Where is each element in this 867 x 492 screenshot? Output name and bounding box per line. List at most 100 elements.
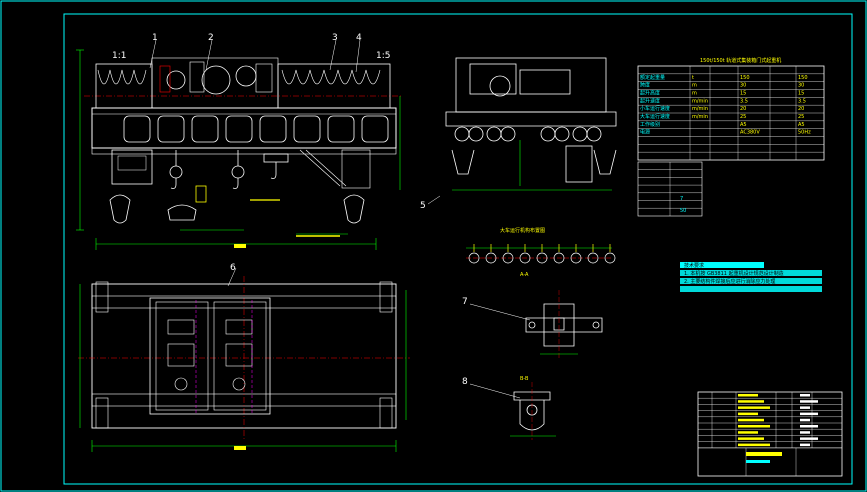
rail-wheel [587, 252, 599, 264]
technical-notes[interactable]: 技术要求 1. 本机按 GB3811 起重机设计规范设计制造 2. 主要结构件焊… [680, 262, 822, 292]
note-line-2: 2. 主要结构件焊接后应进行消除应力处理 [684, 278, 775, 285]
tb-mark [738, 394, 758, 397]
section-title-b: B-B [520, 376, 529, 382]
param-cell: 15 [798, 91, 804, 97]
param-cell: A5 [798, 122, 805, 128]
wheel [454, 126, 470, 142]
param-cell: t [692, 75, 694, 81]
misc-value-0: 7 [680, 196, 683, 202]
param-cell: m/min [692, 114, 708, 120]
param-cell: 30 [798, 83, 804, 89]
wheel [554, 126, 570, 142]
callout-1: 1 [152, 33, 158, 43]
param-cell: 15 [740, 91, 746, 97]
param-cell: m/min [692, 98, 708, 104]
tb-mark [800, 437, 818, 440]
section-title-rail: 大车运行机构布置图 [500, 227, 545, 234]
tb-mark [738, 400, 764, 403]
param-cell: 起升高度 [640, 90, 660, 97]
wheel [586, 126, 602, 142]
parameter-table[interactable]: 150t/150t 轨道式集装箱门式起重机 额定起重量 t 150 150 跨度 m 30 3… [637, 57, 825, 217]
param-cell: 25 [740, 114, 746, 120]
detail-7-view[interactable] [469, 290, 603, 360]
section-title-a: A-A [520, 272, 529, 278]
tb-mark [738, 418, 764, 422]
param-cell: 电源 [640, 129, 650, 136]
table-title: 150t/150t 轨道式集装箱门式起重机 [700, 57, 781, 64]
side-elevation-view[interactable] [427, 57, 617, 205]
tb-mark [738, 431, 758, 434]
tb-mark [800, 431, 810, 434]
tb-mark [800, 394, 810, 397]
param-cell: m [692, 83, 697, 89]
callout-3: 3 [332, 33, 338, 43]
param-cell: 起升速度 [640, 97, 660, 104]
callout-8: 8 [462, 377, 468, 387]
wheel [486, 126, 502, 142]
rail-wheel [468, 252, 480, 264]
girder-window [191, 115, 219, 143]
drum [225, 319, 253, 335]
param-cell: 20 [740, 106, 746, 112]
param-cell: 大车运行速度 [640, 113, 670, 120]
note-line-1: 1. 本机按 GB3811 起重机设计规范设计制造 [684, 270, 784, 277]
callout-7: 7 [462, 297, 468, 307]
hook [270, 162, 277, 179]
param-cell: 150 [798, 75, 808, 81]
plan-view[interactable] [78, 267, 410, 452]
rail-wheel [502, 252, 514, 264]
drum [167, 319, 195, 335]
tb-mark [800, 425, 818, 428]
drawing-frame [63, 13, 853, 485]
side-label-left: 1:1 [112, 51, 126, 61]
param-cell: 20 [798, 106, 804, 112]
tb-mark [800, 418, 810, 422]
gearbox [225, 343, 253, 367]
callout-4: 4 [356, 33, 362, 43]
callout-6: 6 [230, 263, 236, 273]
tb-mark [738, 443, 770, 447]
tb-mark [738, 412, 758, 416]
rail-wheel [485, 252, 497, 264]
callout-2: 2 [208, 33, 214, 43]
wheel [572, 126, 588, 142]
motor [174, 377, 188, 391]
gearbox [167, 343, 195, 367]
detail-8-view[interactable] [469, 382, 556, 440]
param-cell: 跨度 [640, 82, 650, 89]
wheel [500, 126, 516, 142]
girder-window [157, 115, 185, 143]
girder-window [293, 115, 321, 143]
param-cell: m [692, 91, 697, 97]
tb-mark [800, 412, 818, 416]
hook [170, 178, 177, 189]
param-cell: 额定起重量 [640, 74, 665, 81]
tb-mark [800, 400, 818, 403]
girder-window [361, 115, 389, 143]
rail-section-view[interactable]: 大车运行机构布置图 A-A [466, 227, 616, 278]
rail-wheel [536, 252, 548, 264]
rail-wheel [604, 252, 616, 264]
tb-mark [738, 437, 764, 440]
main-elevation-view[interactable]: 1 2 3 4 1:1 1:5 [76, 33, 402, 250]
param-cell: 30 [740, 83, 746, 89]
tb-mark [738, 406, 770, 409]
motor [232, 377, 246, 391]
girder-window [259, 115, 287, 143]
side-label-right: 1:5 [376, 51, 390, 61]
title-block[interactable] [697, 391, 843, 477]
wheel [540, 126, 556, 142]
hook-block [231, 165, 245, 179]
param-cell: A5 [740, 122, 747, 128]
girder-window [225, 115, 253, 143]
param-cell: AC380V [740, 130, 760, 136]
note-heading: 技术要求 [684, 262, 704, 269]
tb-mark [738, 425, 770, 428]
rail-wheel [519, 252, 531, 264]
spreader-head [263, 153, 289, 163]
param-cell: 小车运行速度 [640, 105, 670, 112]
rail-wheel [570, 252, 582, 264]
param-cell: 150 [740, 75, 750, 81]
